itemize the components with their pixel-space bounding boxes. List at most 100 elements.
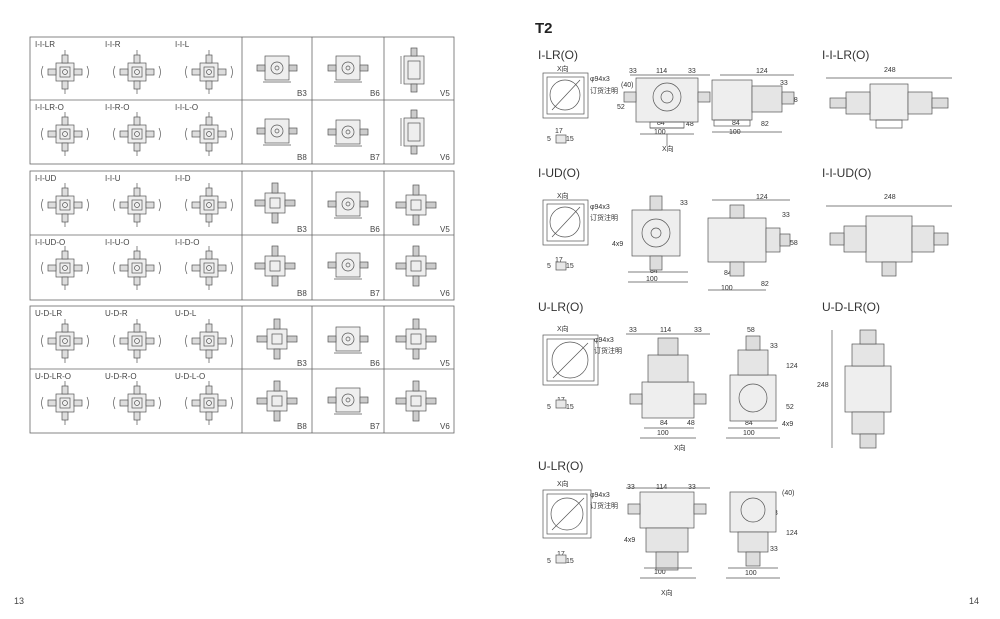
block3-pos-b7: B7	[370, 422, 380, 431]
s3-d33a: 33	[629, 327, 637, 334]
block3-r2-label1: U-D-LR-O	[35, 372, 71, 381]
s3-bolt: φ94x3	[594, 337, 614, 344]
block3-r1-label3: U-D-L	[175, 309, 197, 318]
block2-pos-b7: B7	[370, 289, 380, 298]
s4-d100b: 100	[745, 570, 757, 577]
s2-d84b: 84	[724, 270, 732, 277]
s1-xdir: X向	[557, 66, 569, 73]
s4-d114: 114	[656, 484, 668, 491]
s4-d33b: 33	[688, 484, 696, 491]
s1-d33b: 33	[688, 68, 696, 75]
s3-d52: 52	[786, 404, 794, 411]
block1-r1-label3: I-I-L	[175, 40, 190, 49]
s4-xdir: X向	[557, 481, 569, 488]
s3-d58: 58	[747, 327, 755, 334]
block2-pos-v6: V6	[440, 289, 450, 298]
block1-r1-label2: I-I-R	[105, 40, 121, 49]
block1-pos-b8: B8	[297, 153, 307, 162]
s4-d15: 15	[566, 558, 574, 565]
block3-pos-v5: V5	[440, 359, 450, 368]
block2-pos-b8: B8	[297, 289, 307, 298]
s1-d15: 15	[566, 136, 574, 143]
block2-r2-label1: I-I-UD-O	[35, 238, 66, 247]
block2-pos-b6: B6	[370, 225, 380, 234]
s1-xdir2: X向	[662, 146, 674, 153]
block1-pos-b6: B6	[370, 89, 380, 98]
s1-d17: 17	[555, 128, 563, 135]
s4-d100: 100	[654, 569, 666, 576]
s1-d40: (40)	[621, 82, 634, 89]
s2-d84: 84	[650, 268, 658, 275]
page-number-right: 14	[969, 596, 980, 606]
block2-r1-label3: I-I-D	[175, 174, 191, 183]
section2-right-title: I-I-UD(O)	[822, 166, 872, 180]
section1-right-title: I-I-LR(O)	[822, 48, 870, 62]
block2-pos-b3: B3	[297, 225, 307, 234]
s1-d33c: 33	[780, 80, 788, 87]
block1-r2-label1: I-I-LR-O	[35, 103, 64, 112]
s3-xdir: X向	[557, 326, 569, 333]
s1-d84: 84	[657, 120, 665, 127]
s2-d33: 33	[782, 212, 790, 219]
block2-r2-label2: I-I-U-O	[105, 238, 130, 247]
s1-d114: 114	[656, 68, 668, 75]
s4-note: 订货注明	[590, 503, 618, 510]
s3-d114: 114	[660, 327, 672, 334]
block3-r1-label1: U-D-LR	[35, 309, 63, 318]
s2-d15: 15	[566, 263, 574, 270]
s3-note: 订货注明	[594, 348, 622, 355]
s2-d100b: 100	[721, 285, 733, 292]
block2-r1-label1: I-I-UD	[35, 174, 57, 183]
s4-d33a: 33	[627, 484, 635, 491]
s4-d124: 124	[786, 530, 798, 537]
block3-r1-label2: U-D-R	[105, 309, 128, 318]
s4-xdir2: X向	[661, 590, 673, 597]
s2-d82: 82	[761, 281, 769, 288]
block1-r2-label3: I-I-L-O	[175, 103, 199, 112]
block1-r2-label2: I-I-R-O	[105, 103, 130, 112]
s4-d40: (40)	[782, 490, 795, 497]
s4-bolt: φ94x3	[590, 492, 610, 499]
block1-pos-v6: V6	[440, 153, 450, 162]
s2-d4x9: 4x9	[612, 241, 624, 248]
block3-r2-label2: U-D-R-O	[105, 372, 137, 381]
section3-right-title: U-D-LR(O)	[822, 300, 880, 314]
s2-bolt: φ94x3	[590, 204, 610, 211]
s1-d124: 124	[756, 68, 768, 75]
series-title: T2	[535, 20, 553, 37]
block1-pos-v5: V5	[440, 89, 450, 98]
s2-right-dim: 248	[884, 194, 896, 201]
s3-right-dim: 248	[817, 382, 829, 389]
s3-d84: 84	[660, 420, 668, 427]
block3-pos-v6: V6	[440, 422, 450, 431]
s3-d124: 124	[786, 363, 798, 370]
block3-r2-label3: U-D-L-O	[175, 372, 206, 381]
s1-d52: 52	[617, 104, 625, 111]
s1-bolt: φ94x3	[590, 76, 610, 83]
s4-d5: 5	[547, 558, 551, 565]
s3-xdir2: X向	[674, 445, 686, 452]
s3-d15: 15	[566, 404, 574, 411]
s2-d5: 5	[547, 263, 551, 270]
s1-d100b: 100	[729, 129, 741, 136]
page-number-left: 13	[14, 596, 25, 606]
s3-d4x9: 4x9	[782, 421, 794, 428]
s4-d33d: 33	[770, 546, 778, 553]
s4-d4x9: 4x9	[624, 537, 636, 544]
s2-d58: 58	[790, 240, 798, 247]
section1-left-title: I-LR(O)	[538, 48, 578, 62]
s1-note: 订货注明	[590, 88, 618, 95]
block2-r2-label3: I-I-D-O	[175, 238, 200, 247]
block3-pos-b8: B8	[297, 422, 307, 431]
block3-pos-b3: B3	[297, 359, 307, 368]
s2-d124: 124	[756, 194, 768, 201]
s1-d48: 48	[686, 121, 694, 128]
block3-pos-b6: B6	[370, 359, 380, 368]
s1-d84b: 84	[732, 120, 740, 127]
s3-d48: 48	[687, 420, 695, 427]
s3-d5: 5	[547, 404, 551, 411]
s1-right-dim: 248	[884, 67, 896, 74]
s2-xdir: X向	[557, 193, 569, 200]
s3-d100: 100	[657, 430, 669, 437]
